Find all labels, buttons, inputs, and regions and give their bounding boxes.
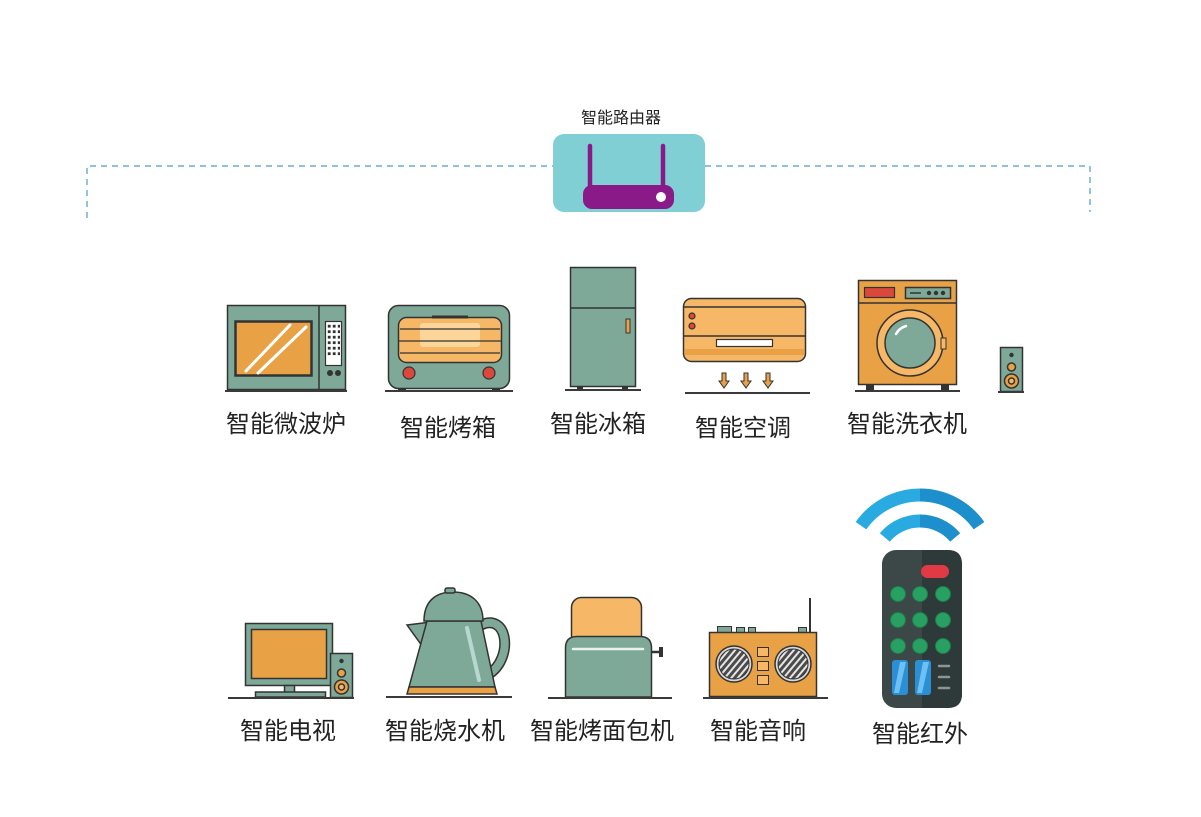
washer-button	[940, 290, 946, 296]
radio-button	[757, 661, 769, 671]
oven-glow	[420, 323, 480, 347]
radio-speaker-right-grille	[777, 648, 809, 680]
fridge-icon	[565, 266, 641, 391]
oven-foot	[398, 388, 406, 391]
oven-icon	[385, 304, 513, 392]
toaster-icon	[548, 596, 672, 699]
ac-indicator	[688, 312, 696, 320]
fridge-foot	[622, 386, 628, 390]
signal-arc-inner-right	[919, 514, 961, 542]
radio-button	[757, 675, 769, 685]
remote-body-shade	[922, 550, 962, 708]
tv-icon	[228, 622, 354, 699]
tv-stand-base	[254, 691, 327, 698]
washer-foot	[941, 384, 949, 390]
washer-door-handle	[940, 337, 947, 350]
air-conditioner-icon	[682, 297, 810, 394]
microwave-window	[234, 320, 313, 377]
microwave-knob	[327, 370, 333, 376]
kettle-handle	[475, 619, 509, 678]
kettle-highlight	[465, 626, 481, 682]
fridge-label: 智能冰箱	[550, 410, 646, 438]
fridge-handle	[625, 318, 631, 334]
small-speaker-icon	[998, 346, 1024, 393]
oven-knob-right	[482, 366, 496, 380]
fridge-body	[569, 266, 637, 388]
remote-green-button	[912, 586, 928, 602]
toaster-label: 智能烤面包机	[530, 717, 674, 745]
microwave-label: 智能微波炉	[226, 410, 346, 438]
ac-vent	[715, 338, 774, 348]
remote-green-button	[890, 638, 906, 654]
washer-door-shine	[894, 324, 908, 336]
microwave-window-shine	[244, 323, 292, 373]
washer-door-glass	[884, 317, 936, 369]
tv-screen	[250, 628, 328, 680]
remote-power-button	[921, 565, 949, 578]
oven-knob-left	[402, 366, 416, 380]
washer-foot	[866, 384, 874, 390]
microwave-window-shine	[256, 325, 308, 375]
ac-airflow-arrow	[718, 372, 730, 389]
kettle-icon	[386, 587, 512, 698]
ac-body	[682, 297, 807, 363]
remote-control-icon	[855, 488, 985, 708]
signal-arc-outer-left	[855, 488, 921, 530]
toaster-body	[564, 635, 653, 698]
ac-indicator	[688, 322, 696, 330]
oven-label: 智能烤箱	[400, 414, 496, 442]
microwave-keypad-buttons	[327, 324, 340, 357]
fridge-foot	[577, 386, 583, 390]
radio-speaker-left-grille	[718, 648, 750, 680]
remote-green-button	[890, 586, 906, 602]
toaster-lever-knob	[659, 647, 663, 657]
kettle-lid-knob	[444, 587, 456, 594]
remote-green-button	[912, 612, 928, 628]
speaker-label: 智能音响	[710, 717, 806, 745]
tv-speaker-tweeter	[336, 668, 347, 678]
infrared-label: 智能红外	[872, 720, 968, 748]
tv-label: 智能电视	[240, 717, 336, 745]
small-speaker-tweeter	[1006, 362, 1017, 372]
small-speaker-dot	[1009, 352, 1014, 358]
router-icon	[553, 134, 705, 212]
washing-machine-icon	[855, 279, 960, 392]
ac-bottom-strip	[685, 349, 804, 355]
kettle-lid	[423, 591, 484, 622]
remote-blue-button-highlight	[917, 662, 929, 693]
signal-arc-inner-left	[879, 514, 921, 542]
microwave-knob	[335, 370, 341, 376]
radio-speaker-icon	[703, 598, 828, 699]
remote-blue-button-highlight	[894, 662, 906, 693]
signal-arc-outer-right	[919, 488, 985, 530]
washing-machine-label: 智能洗衣机	[847, 410, 967, 438]
kettle-base-band	[406, 686, 498, 695]
remote-green-button	[890, 612, 906, 628]
small-speaker-woofer-center	[1007, 377, 1016, 385]
ac-airflow-arrow	[740, 372, 752, 389]
remote-green-button	[935, 586, 951, 602]
radio-top-knob	[717, 626, 732, 633]
washer-display	[863, 286, 896, 299]
ac-airflow-arrow	[762, 372, 774, 389]
router-body	[583, 185, 674, 209]
washer-button	[926, 290, 932, 296]
tv-speaker-woofer-center	[337, 683, 346, 691]
air-conditioner-label: 智能空调	[695, 414, 791, 442]
kettle-label: 智能烧水机	[385, 717, 505, 745]
oven-foot	[492, 388, 500, 391]
radio-button	[757, 647, 769, 657]
router-label: 智能路由器	[580, 108, 661, 127]
tv-speaker-dot	[339, 658, 344, 664]
washer-button	[933, 290, 939, 296]
remote-green-button	[912, 638, 928, 654]
microwave-icon	[225, 304, 347, 392]
connection-line	[86, 165, 1091, 218]
router-led	[656, 192, 666, 202]
remote-green-button	[935, 638, 951, 654]
remote-green-button	[935, 612, 951, 628]
